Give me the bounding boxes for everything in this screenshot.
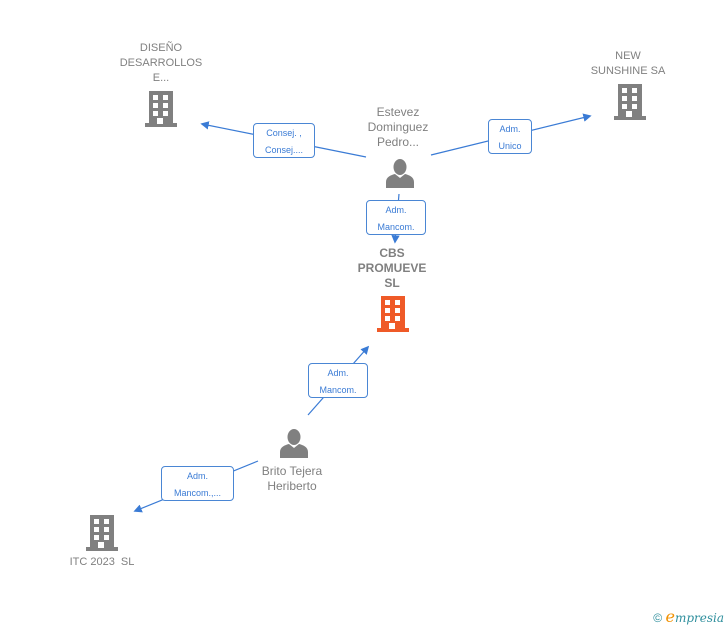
relation-line: Mancom.,... [173,488,221,498]
label-line: Estevez [376,105,420,119]
relation-label-estevez-cbs[interactable]: Adm. Mancom. [366,200,426,235]
brand-initial: e [665,607,675,626]
company-label-itc[interactable]: ITC 2023 SL [52,555,152,570]
brand-rest: mpresia [674,611,724,625]
copyright-icon: © [653,611,663,625]
label-line: DESARROLLOS [119,57,203,69]
relation-line: Consej.... [264,145,304,155]
person-icon[interactable] [386,159,414,188]
relation-line: Adm. [385,205,407,215]
label-line: PROMUEVE [357,261,427,275]
relation-line: Mancom. [377,222,415,232]
empresia-logo[interactable]: empresia [665,607,724,626]
person-label-brito[interactable]: Brito Tejera Heriberto [240,464,344,494]
relation-line: Adm. [499,124,521,134]
person-icon[interactable] [280,429,308,458]
relation-line: Unico [498,141,522,151]
label-line: SUNSHINE SA [590,65,666,77]
relation-label-brito-cbs[interactable]: Adm. Mancom. [308,363,368,398]
building-icon[interactable] [86,515,118,551]
label-line: DISEÑO [139,42,183,54]
label-line: Brito Tejera [261,464,323,478]
label-line: SL [384,276,400,290]
label-line: Dominguez [367,120,429,134]
relation-line: Mancom. [319,385,357,395]
footer-brand: © empresia [653,607,724,626]
label-line: ITC 2023 SL [69,556,135,568]
label-line: Pedro... [376,135,420,149]
company-label-disenio[interactable]: DISEÑO DESARROLLOS E... [110,41,212,86]
building-icon-focus[interactable] [377,296,409,332]
building-icon[interactable] [145,91,177,127]
company-label-new-sunshine[interactable]: NEW SUNSHINE SA [578,49,678,79]
relation-label-estevez-sunshine[interactable]: Adm. Unico [488,119,532,154]
label-line: NEW [615,50,641,62]
relation-label-brito-itc[interactable]: Adm. Mancom.,... [161,466,234,501]
relation-line: Adm. [186,471,208,481]
label-line: Heriberto [267,479,317,493]
label-line: E... [152,72,170,84]
relation-line: Consej. , [266,128,302,138]
person-label-estevez[interactable]: Estevez Dominguez Pedro... [350,105,446,150]
relation-label-estevez-disenio[interactable]: Consej. , Consej.... [253,123,315,158]
relation-line: Adm. [327,368,349,378]
building-icon[interactable] [614,84,646,120]
company-label-cbs-promueve[interactable]: CBS PROMUEVE SL [342,246,442,291]
label-line: CBS [379,246,405,260]
